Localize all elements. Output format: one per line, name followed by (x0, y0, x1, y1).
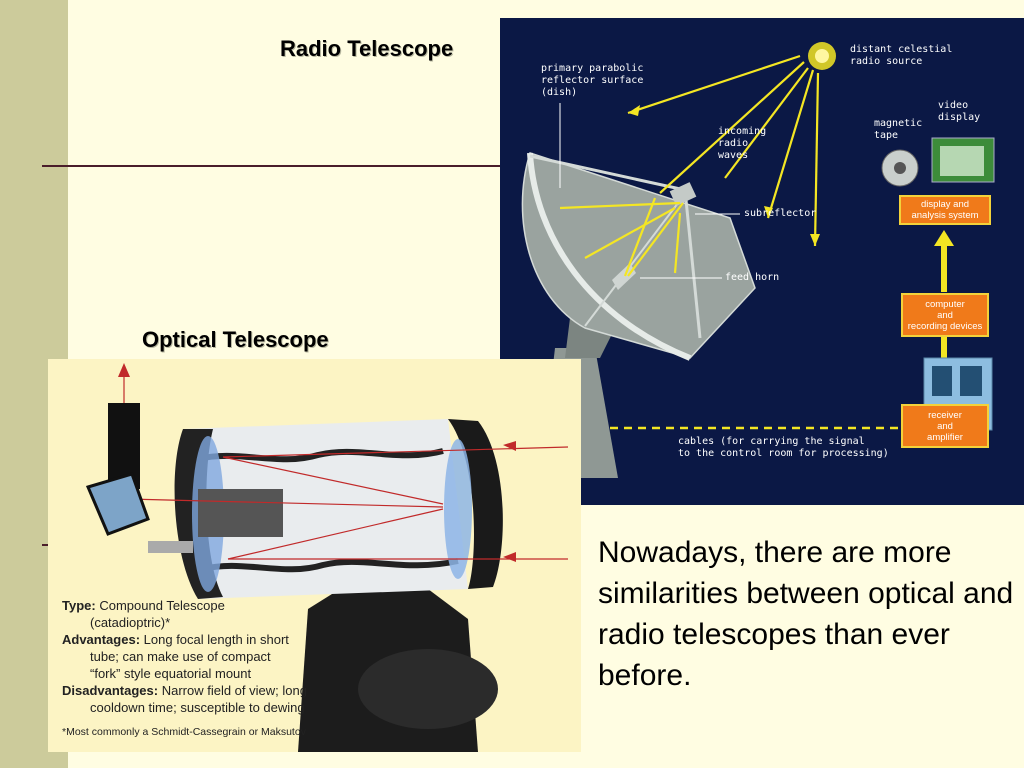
optical-telescope-diagram: Type: Compound Telescope (catadioptric)*… (48, 359, 581, 752)
disadvantages-value-2: cooldown time; susceptible to dewing (90, 700, 305, 715)
subreflector-label: subreflector (744, 208, 817, 219)
optical-telescope-illustration (85, 363, 569, 752)
label-leader-lines (559, 103, 740, 279)
optical-footnote: *Most commonly a Schmidt-Cassegrain or M… (62, 726, 306, 738)
type-value-2: (catadioptric)* (90, 615, 171, 630)
dish-rim (527, 152, 692, 361)
radio-telescope-illustration (521, 42, 995, 478)
advantages-value-2: tube; can make use of compact (90, 649, 271, 664)
feed-horn-shape (612, 263, 636, 290)
optical-telescope-heading: Optical Telescope (142, 327, 329, 352)
type-key: Type: (62, 598, 96, 613)
subreflector-shape (669, 182, 697, 206)
incoming-radio-waves (559, 54, 820, 277)
optical-specs-text: Type: Compound Telescope (catadioptric)*… (62, 597, 342, 716)
computer-recording-box: computer and recording devices (901, 293, 989, 337)
advantages-value: Long focal length in short (143, 632, 289, 647)
lower-divider-line (42, 544, 50, 546)
baffle-tube (198, 489, 283, 537)
disadvantages-value: Narrow field of view; long (161, 683, 307, 698)
corrector-plate (444, 439, 472, 579)
focus-knob (148, 541, 193, 553)
support-strut-right (683, 189, 702, 339)
radio-telescope-diagram: primary parabolic reflector surface (dis… (500, 18, 1024, 505)
video-display-label: video display (938, 100, 981, 123)
top-divider-line (42, 165, 502, 167)
dish-label: primary parabolic reflector surface (dis… (541, 63, 644, 98)
radio-source-label: distant celestial radio source (850, 44, 953, 67)
feed-horn-label: feed horn (725, 272, 780, 283)
disadvantages-key: Disadvantages: (62, 683, 159, 698)
cables-label: cables (for carrying the signal to the c… (678, 436, 889, 459)
advantages-key: Advantages: (62, 632, 141, 647)
magnetic-tape-label: magnetic tape (874, 118, 923, 141)
corrector-cell (448, 419, 503, 589)
eyepiece (108, 403, 140, 489)
support-strut-top (529, 154, 686, 192)
slide-body-text: Nowadays, there are more similarities be… (598, 536, 1014, 692)
mount-base (358, 649, 498, 729)
radio-telescope-heading: Radio Telescope (280, 36, 454, 61)
star-diagonal (85, 472, 150, 536)
advantages-value-3: “fork” style equatorial mount (90, 666, 252, 681)
display-analysis-box: display and analysis system (899, 195, 991, 225)
type-value: Compound Telescope (99, 598, 225, 613)
wave-arrowheads (628, 105, 820, 246)
support-strut-mid (584, 202, 679, 327)
radio-waves-label: incoming radio waves (718, 126, 767, 161)
receiver-amplifier-box: receiver and amplifier (901, 404, 989, 448)
